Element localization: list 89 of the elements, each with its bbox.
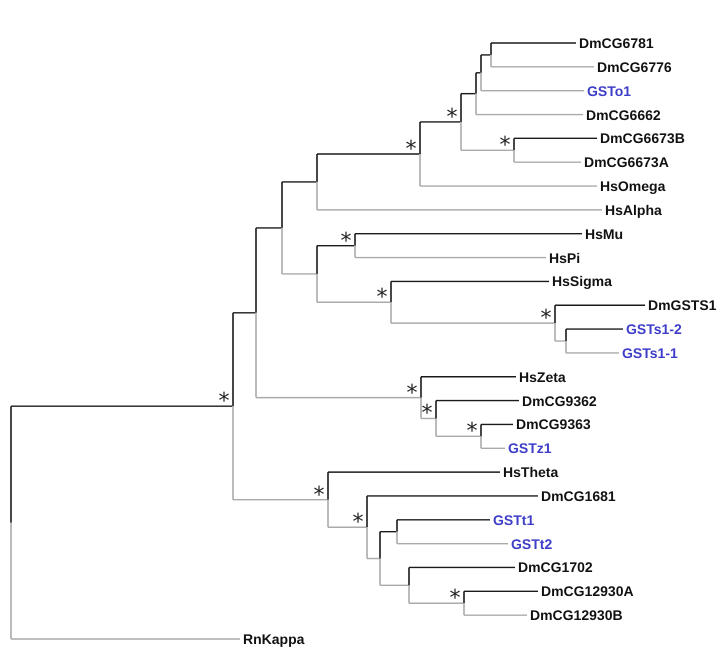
taxon-label: DmCG12930B (530, 607, 623, 624)
branch-line (233, 312, 256, 314)
taxon-label: DmCG1681 (541, 488, 616, 504)
branch-line (317, 153, 420, 155)
branch-line (355, 233, 582, 234)
support-asterisk: * (314, 486, 324, 496)
branch-line (367, 558, 380, 560)
branch-line (514, 138, 597, 140)
taxon-label: HsZeta (519, 368, 566, 385)
taxon-label: HsTheta (503, 464, 558, 480)
taxon-label: HsMu (585, 226, 624, 242)
branch-line (461, 92, 476, 94)
support-asterisk: * (352, 513, 362, 524)
branch-line (409, 602, 464, 604)
taxon-label: GSTs1-2 (626, 321, 682, 338)
branch-line (566, 352, 619, 354)
taxon-label: HsOmega (600, 178, 666, 194)
branch-line (436, 400, 519, 402)
branch-line (282, 273, 316, 275)
branch-line (476, 114, 583, 116)
support-asterisk: * (450, 589, 460, 600)
taxon-label: DmCG1702 (518, 559, 593, 576)
branch-line (256, 396, 420, 398)
branch-line (380, 584, 408, 586)
branch-line (464, 614, 527, 616)
taxon-label: GSTs1-1 (622, 344, 678, 361)
branch-line (566, 328, 623, 330)
branch-line (367, 495, 538, 497)
branch-line (397, 542, 508, 544)
branch-line (514, 162, 581, 163)
taxon-label: HsSigma (552, 273, 612, 290)
branch-line (420, 185, 597, 187)
taxon-label: DmCG6673A (584, 154, 669, 170)
branch-line (317, 302, 390, 303)
branch-line (328, 526, 366, 528)
branch-line (481, 90, 584, 92)
taxon-label: GSTt2 (511, 536, 552, 552)
branch-line (481, 424, 513, 426)
taxon-label: DmCG6781 (579, 35, 654, 51)
branch-line (555, 340, 566, 342)
branch-line (481, 448, 505, 449)
branch-line (464, 590, 538, 592)
branch-line (282, 181, 316, 183)
branch-line (491, 66, 594, 68)
taxon-label: DmCG9362 (522, 392, 597, 409)
taxon-label: GSTt1 (493, 512, 534, 528)
branch-line (391, 280, 549, 282)
support-asterisk: * (446, 108, 456, 118)
branch-line (436, 436, 480, 438)
branch-line (328, 471, 500, 473)
support-asterisk: * (500, 136, 510, 146)
branch-line (11, 638, 240, 640)
support-asterisk: * (218, 392, 228, 402)
branch-line (391, 322, 554, 324)
branch-line (491, 42, 576, 44)
branch-line (317, 209, 602, 211)
support-asterisk: * (540, 309, 550, 320)
branch-line (421, 376, 516, 378)
taxon-label: DmCG12930A (541, 583, 634, 600)
branch-line (380, 531, 396, 532)
branch-line (420, 121, 460, 123)
taxon-label: HsPi (549, 250, 580, 266)
branch-line (256, 227, 282, 229)
taxon-label: RnKappa (243, 631, 304, 647)
taxon-label: DmCG6673B (600, 130, 685, 146)
branch-line (11, 406, 232, 407)
support-asterisk: * (422, 404, 432, 414)
support-asterisk: * (406, 384, 416, 394)
taxon-label: DmCG6776 (597, 58, 672, 75)
taxon-label: DmCG9363 (516, 416, 591, 432)
branch-line (397, 519, 490, 520)
taxon-label: HsAlpha (605, 202, 662, 218)
branch-line (461, 150, 514, 151)
branch-line (317, 244, 354, 246)
taxon-label: DmGSTS1 (648, 297, 716, 314)
taxon-label: DmCG6662 (586, 106, 661, 123)
taxon-label: GSTz1 (508, 440, 552, 456)
support-asterisk: * (376, 288, 386, 298)
support-asterisk: * (466, 422, 476, 432)
branch-line (355, 256, 546, 258)
support-asterisk: * (340, 232, 350, 242)
branch-line (555, 304, 645, 306)
branch-line (481, 54, 490, 56)
support-asterisk: * (406, 140, 416, 150)
branch-line (409, 566, 515, 568)
branch-line (233, 498, 328, 500)
taxon-label: GSTo1 (587, 82, 632, 99)
branch-line (476, 72, 480, 74)
branch-line (421, 418, 436, 420)
